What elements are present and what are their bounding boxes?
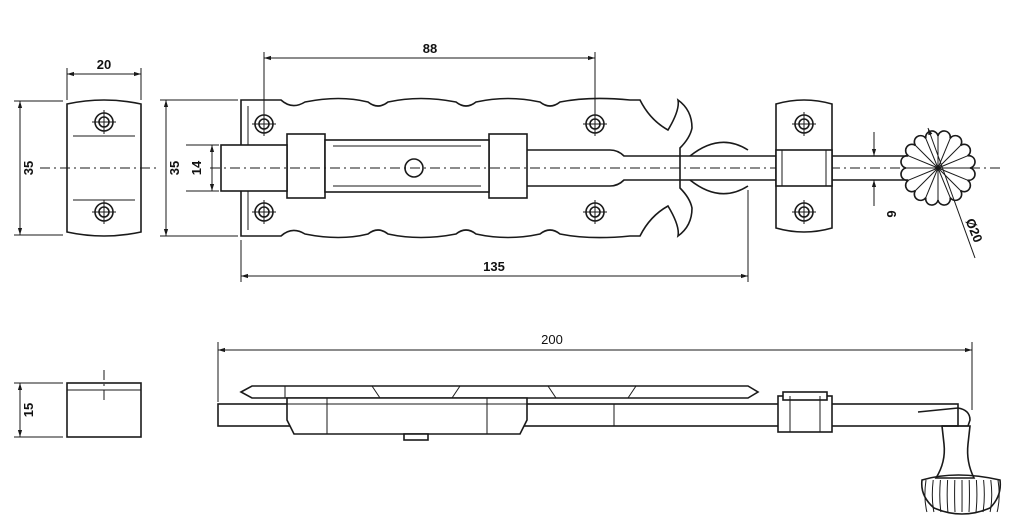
screw-hole-icon bbox=[92, 200, 116, 224]
dim-keeper-width: 20 bbox=[66, 57, 142, 100]
dim-hole-spacing: 88 bbox=[263, 41, 596, 112]
dim-label-bolt-width: 14 bbox=[189, 160, 204, 175]
dim-bolt-width: 14 bbox=[186, 144, 219, 192]
screw-hole-icon bbox=[583, 112, 607, 136]
dim-knob-diameter: Ø20 bbox=[927, 127, 986, 259]
dim-rod-diameter: 6 bbox=[862, 132, 905, 218]
dim-label-hole-spacing: 88 bbox=[423, 41, 437, 56]
dim-label-plate-length: 135 bbox=[483, 259, 505, 274]
dim-label-keeper-thickness: 15 bbox=[21, 403, 36, 417]
knob-side-icon bbox=[920, 474, 1002, 515]
screw-hole-icon bbox=[252, 112, 276, 136]
dim-label-plate-height: 35 bbox=[167, 161, 182, 175]
screw-hole-icon bbox=[792, 200, 816, 224]
bolt-side-view bbox=[217, 385, 976, 479]
dim-label-knob-diameter: Ø20 bbox=[963, 216, 986, 244]
dim-total-length: 200 bbox=[217, 332, 973, 410]
screw-hole-icon bbox=[92, 110, 116, 134]
screw-hole-icon bbox=[252, 200, 276, 224]
dim-plate-length: 135 bbox=[240, 190, 749, 282]
dim-keeper-thickness: 15 bbox=[14, 382, 63, 438]
dim-label-keeper-width: 20 bbox=[97, 57, 111, 72]
guide-top-view bbox=[775, 99, 908, 233]
dim-label-total-length: 200 bbox=[541, 332, 563, 347]
dim-keeper-height: 35 bbox=[14, 100, 63, 236]
screw-hole-icon bbox=[792, 112, 816, 136]
dim-label-keeper-height: 35 bbox=[21, 161, 36, 175]
dim-label-rod-diameter: 6 bbox=[884, 210, 899, 217]
plate-top-view bbox=[210, 97, 1000, 239]
screw-hole-icon bbox=[583, 200, 607, 224]
keeper-side-view bbox=[66, 370, 142, 438]
keeper-top-view bbox=[40, 99, 160, 237]
dim-plate-height: 35 bbox=[160, 99, 238, 237]
knob-rosette-icon bbox=[900, 130, 976, 206]
